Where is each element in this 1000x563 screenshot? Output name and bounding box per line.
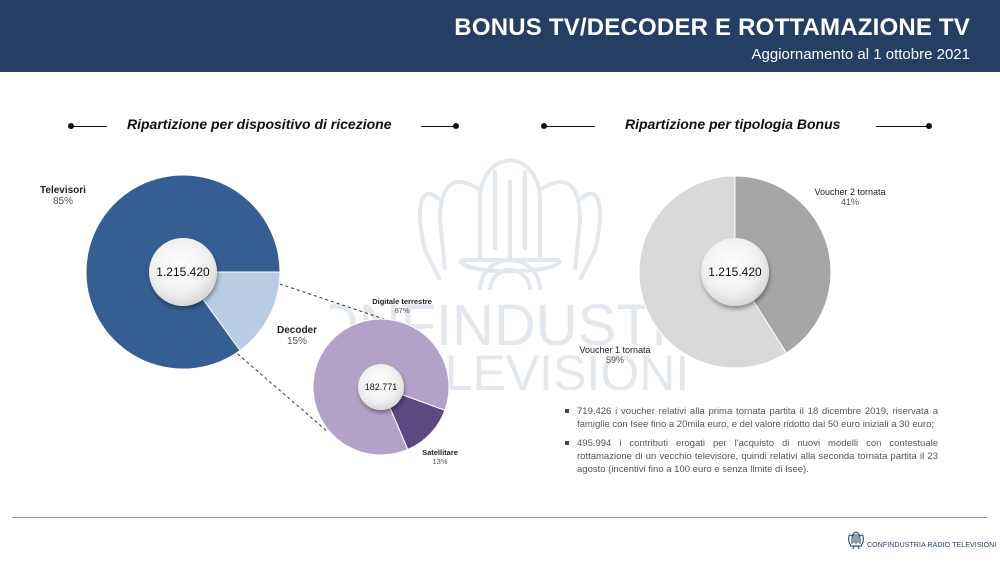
donut-center-label: 1.215.420 [708,265,762,279]
label-voucher2-name: Voucher 2 tornata [814,187,886,197]
chart3-pie: 1.215.420 [638,175,832,369]
page-subtitle: Aggiornamento al 1 ottobre 2021 [751,46,971,63]
footer-brand: CONFINDUSTRIA RADIO TELEVISIONI [867,542,997,549]
footer-divider [12,517,987,518]
title-right-line [545,126,595,127]
connector-bottom-line [232,349,329,433]
label-decoder-name: Decoder [276,325,317,336]
donut-center [358,364,404,410]
title-left-line-right [421,126,456,127]
note-item: 719.426 i voucher relativi alla prima to… [563,405,938,431]
confindustria-logo-icon [848,531,864,550]
label-voucher1-name: Voucher 1 tornata [579,345,651,355]
label-televisori-name: Televisori [40,185,86,196]
pie-slice-voucher-2-tornata [734,175,832,354]
note-item: 495.994 i contributi erogati per l'acqui… [563,437,938,476]
title-left-dot-right-icon [453,123,459,129]
label-voucher2: Voucher 2 tornata 41% [805,187,895,207]
label-satellitare: Satellitare 13% [415,448,465,466]
donut-center-label: 1.215.420 [156,265,210,279]
label-digitale-name: Digitale terrestre [372,297,432,306]
chart1-pie: 1.215.420 [85,174,281,370]
chart2-pie: 182.771 [312,318,450,456]
label-digitale-pct: 87% [394,306,410,315]
title-left-dot-icon [68,123,74,129]
label-satellitare-pct: 13% [432,457,448,466]
title-left-line [72,126,107,127]
donut-center [149,238,217,306]
label-decoder-pct: 15% [286,336,307,347]
label-televisori-pct: 85% [52,196,73,207]
header-banner: BONUS TV/DECODER E ROTTAMAZIONE TV Aggio… [0,0,1000,72]
label-satellitare-name: Satellitare [422,448,458,457]
label-decoder: Decoder 15% [272,325,322,347]
label-digitale: Digitale terrestre 87% [362,297,442,315]
chart1-title: Ripartizione per dispositivo di ricezion… [127,116,392,132]
title-right-line-right [876,126,928,127]
label-voucher2-pct: 41% [840,197,859,207]
title-right-dot-right-icon [926,123,932,129]
donut-center [701,238,769,306]
notes-list: 719.426 i voucher relativi alla prima to… [563,405,938,482]
label-voucher1: Voucher 1 tornata 59% [570,345,660,365]
label-televisori: Televisori 85% [38,185,88,207]
page-title: BONUS TV/DECODER E ROTTAMAZIONE TV [454,14,970,41]
title-right-dot-icon [541,123,547,129]
label-voucher1-pct: 59% [605,355,624,365]
donut-center-label: 182.771 [365,382,398,392]
chart3-title: Ripartizione per tipologia Bonus [625,116,841,132]
connector-top-line [273,281,394,323]
